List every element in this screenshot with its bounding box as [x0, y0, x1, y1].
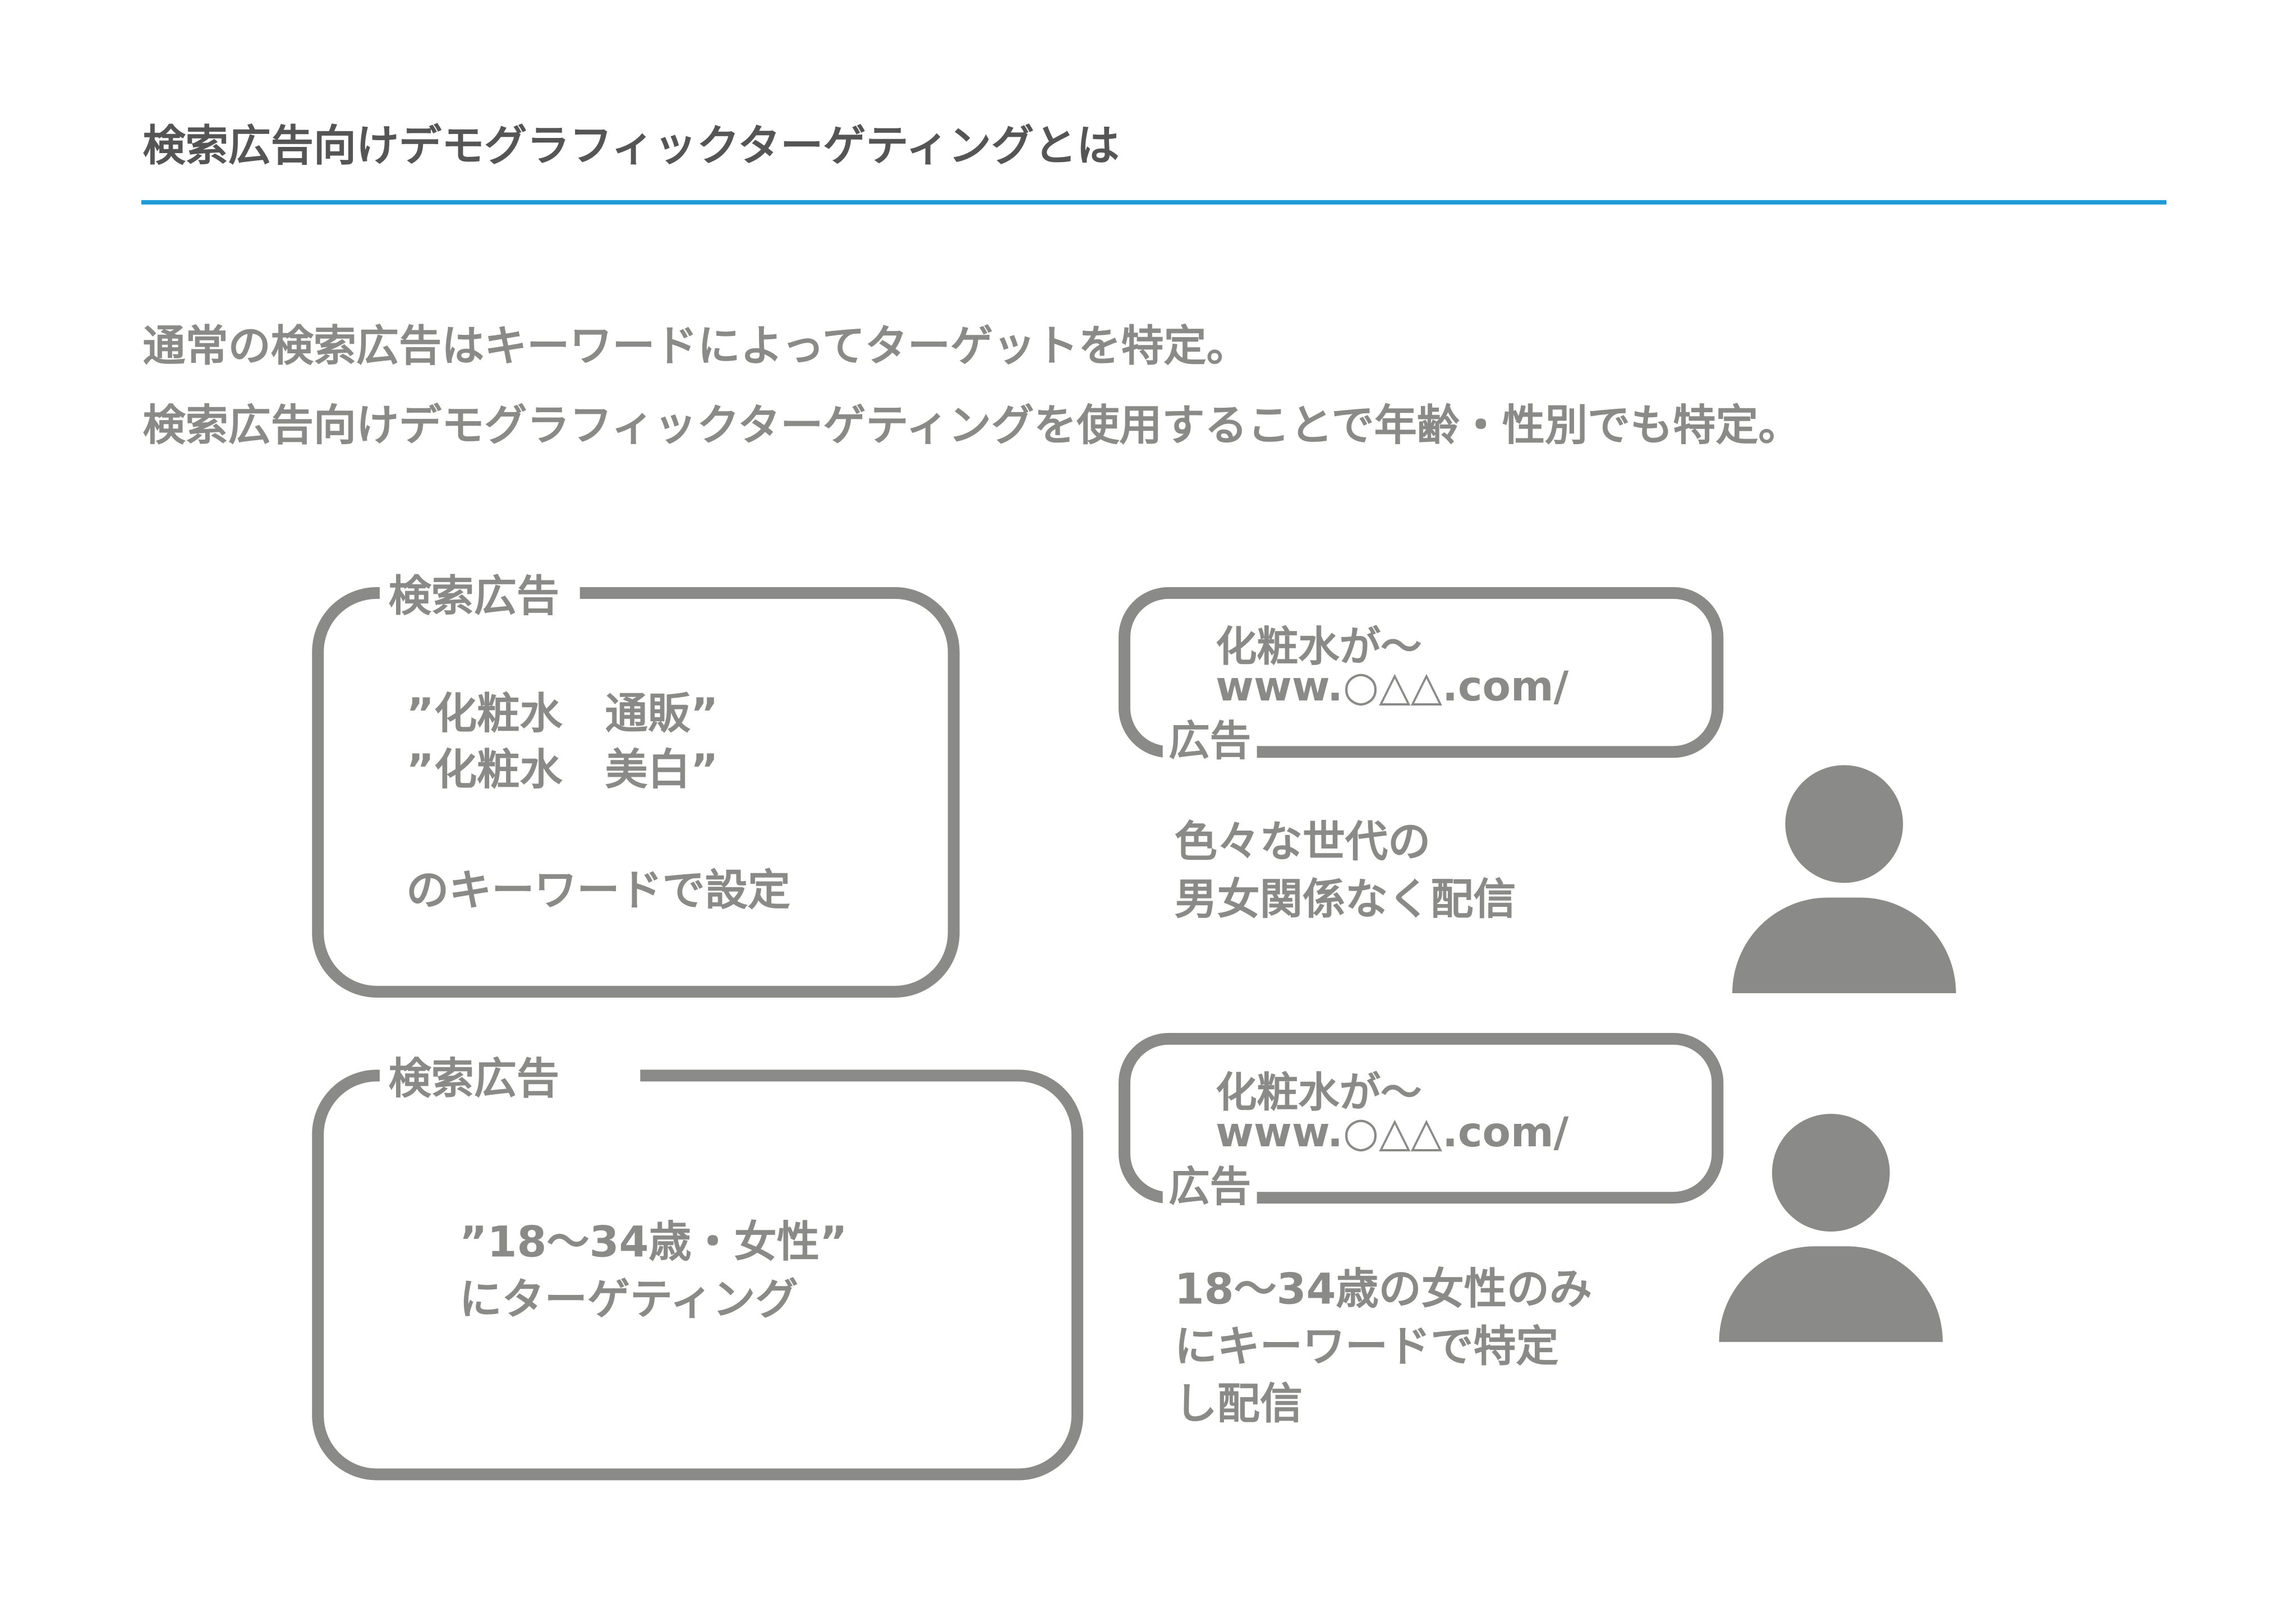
- title-divider: [141, 200, 2167, 205]
- lead-line-2: 検索広告向けデモグラフィックターゲティングを使用することで年齢・性別でも特定。: [142, 400, 1801, 450]
- box1-label: 検索広告: [379, 570, 580, 621]
- ad1-url: www.○△△.com/: [1216, 662, 1569, 711]
- result1-line-2: 男女関係なく配信: [1174, 874, 1516, 924]
- result2-line-3: し配信: [1174, 1378, 1303, 1429]
- lead-line-1: 通常の検索広告はキーワードによってターゲットを特定。: [142, 320, 1249, 371]
- box1-keyword-2: ”化粧水 美白”: [406, 744, 719, 795]
- result2-line-2: にキーワードで特定: [1174, 1321, 1559, 1372]
- slide-title: 検索広告向けデモグラフィックターゲティングとは: [142, 121, 1120, 171]
- demographic-search-ad-box: [312, 1069, 1084, 1481]
- ad-preview-1: [1119, 587, 1724, 758]
- ad1-headline: 化粧水が～: [1216, 622, 1422, 671]
- result2-line-1: 18～34歳の女性のみ: [1174, 1264, 1593, 1314]
- result1-line-1: 色々な世代の: [1174, 817, 1431, 867]
- ad-preview-2: [1119, 1032, 1724, 1204]
- box1-keyword-1: ”化粧水 通販”: [406, 688, 719, 739]
- box1-note: のキーワードで設定: [406, 865, 790, 915]
- box2-note: にターゲティング: [459, 1274, 798, 1325]
- ad1-tag: 広告: [1162, 720, 1257, 763]
- ad2-headline: 化粧水が～: [1216, 1068, 1422, 1117]
- ad2-tag: 広告: [1162, 1166, 1257, 1209]
- box2-label: 検索広告: [379, 1053, 641, 1104]
- ad2-url: www.○△△.com/: [1216, 1108, 1569, 1157]
- box2-target: ”18～34歳・女性”: [459, 1216, 848, 1267]
